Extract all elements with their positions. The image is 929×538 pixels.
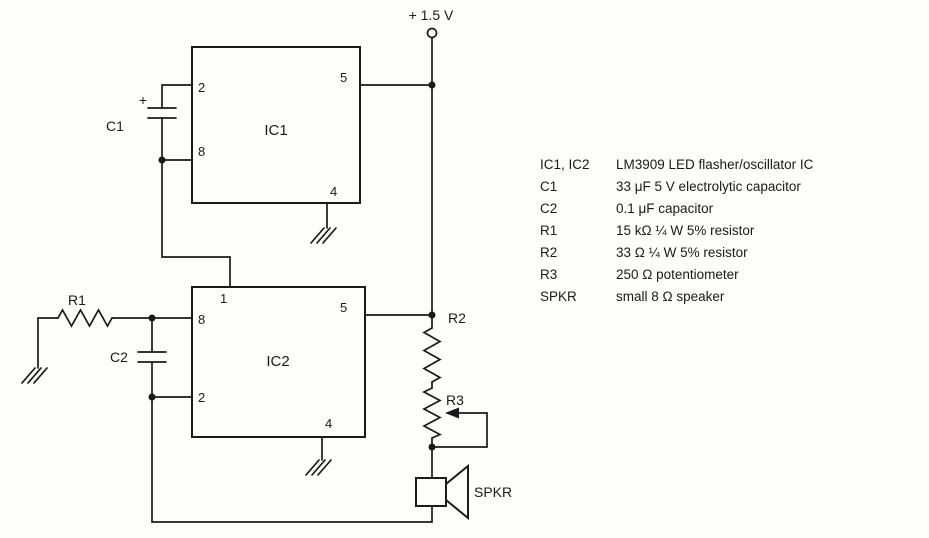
ic1-pin4-label: 4 xyxy=(330,184,337,199)
part-desc: small 8 Ω speaker xyxy=(616,289,725,304)
r2-zigzag xyxy=(422,327,442,383)
r3-wiper-wire xyxy=(431,412,488,448)
junction-dot xyxy=(148,314,156,322)
r1-zigzag xyxy=(57,308,113,328)
ic1-pin2-label: 2 xyxy=(198,80,205,95)
ic2: IC2 1 8 5 2 4 xyxy=(191,286,366,438)
ic2-body xyxy=(191,286,366,438)
r3-zigzag xyxy=(422,387,442,439)
junction-dot xyxy=(428,81,436,89)
ic1: IC1 2 5 8 4 xyxy=(191,46,361,204)
junction-dots xyxy=(148,81,436,451)
junction-dot xyxy=(158,156,166,164)
parts-list-row: C1 33 μF 5 V electrolytic capacitor xyxy=(540,177,860,199)
speaker-body xyxy=(415,477,447,507)
power-terminal xyxy=(426,27,438,39)
power-label: + 1.5 V xyxy=(409,7,454,23)
ic2-pin2-label: 2 xyxy=(198,390,205,405)
part-ref: C1 xyxy=(540,179,558,194)
ic1-label: IC1 xyxy=(264,122,287,139)
ic1-pin2-c1-wire xyxy=(161,84,193,109)
ground-symbol-ic2 xyxy=(305,459,332,476)
part-desc: LM3909 LED flasher/oscillator IC xyxy=(616,157,814,172)
parts-list: IC1, IC2 LM3909 LED flasher/oscillator I… xyxy=(540,155,860,309)
ic2-pin8-label: 8 xyxy=(198,312,205,327)
parts-list-row: R3 250 Ω potentiometer xyxy=(540,265,860,287)
ic2-pin4-label: 4 xyxy=(325,416,332,431)
junction-dot xyxy=(148,393,156,401)
c2-capacitor: C2 xyxy=(110,349,167,365)
junction-dot xyxy=(428,311,436,319)
ic1-body xyxy=(191,46,361,204)
c2-label: C2 xyxy=(110,349,128,365)
c1-ic2-pin1-wire xyxy=(161,117,231,288)
speaker-return-wire xyxy=(151,396,433,523)
ground-symbol-ic1 xyxy=(310,227,337,244)
parts-list-row: SPKR small 8 Ω speaker xyxy=(540,287,860,309)
part-desc: 250 Ω potentiometer xyxy=(616,267,739,282)
wires xyxy=(37,36,488,523)
c1-polarity-mark: + xyxy=(139,92,147,108)
part-ref: SPKR xyxy=(540,289,577,304)
part-ref: C2 xyxy=(540,201,558,216)
ic2-pin1-label: 1 xyxy=(220,291,227,306)
parts-list-row: C2 0.1 μF capacitor xyxy=(540,199,860,221)
junction-dot xyxy=(428,443,436,451)
ic2-pin5-label: 5 xyxy=(340,300,347,315)
part-ref: IC1, IC2 xyxy=(540,157,590,172)
part-desc: 33 Ω ¼ W 5% resistor xyxy=(616,245,748,260)
part-desc: 15 kΩ ¼ W 5% resistor xyxy=(616,223,755,238)
speaker-cone xyxy=(445,463,469,521)
part-ref: R3 xyxy=(540,267,558,282)
spkr-label: SPKR xyxy=(474,484,512,500)
r3-potentiometer: R3 xyxy=(422,387,464,439)
part-desc: 0.1 μF capacitor xyxy=(616,201,714,216)
r1-resistor: R1 xyxy=(57,292,113,328)
r2-resistor: R2 xyxy=(422,310,466,383)
parts-list-row: R1 15 kΩ ¼ W 5% resistor xyxy=(540,221,860,243)
parts-list-row: IC1, IC2 LM3909 LED flasher/oscillator I… xyxy=(540,155,860,177)
part-ref: R2 xyxy=(540,245,558,260)
ground-symbol-r1 xyxy=(21,367,48,384)
r3-label: R3 xyxy=(446,392,464,408)
r2-label: R2 xyxy=(448,310,466,326)
part-desc: 33 μF 5 V electrolytic capacitor xyxy=(616,179,801,194)
r1-label: R1 xyxy=(68,292,86,308)
r3-wiper-arrow xyxy=(445,407,459,419)
parts-list-row: R2 33 Ω ¼ W 5% resistor xyxy=(540,243,860,265)
ic1-pin5-label: 5 xyxy=(340,70,347,85)
speaker: SPKR xyxy=(415,463,512,521)
ic1-pin8-label: 8 xyxy=(198,144,205,159)
c1-label: C1 xyxy=(106,118,124,134)
c1-capacitor: + C1 xyxy=(106,92,177,134)
ic2-label: IC2 xyxy=(266,353,289,370)
part-ref: R1 xyxy=(540,223,558,238)
